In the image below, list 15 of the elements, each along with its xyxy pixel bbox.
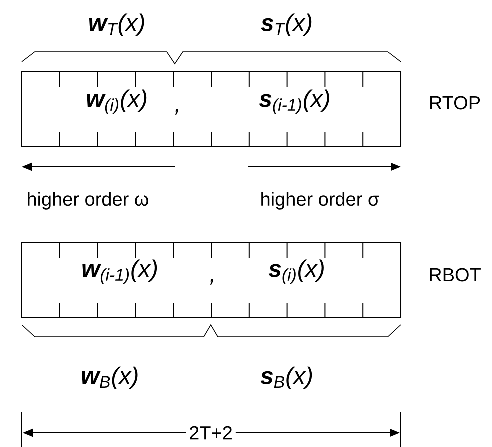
annotation-text: 2T+2 — [186, 423, 236, 443]
register-text: , — [208, 278, 218, 286]
polynomial-label: w$_{T}$(x) — [89, 14, 144, 36]
register-text: s$_{(i)}$(x) — [268, 258, 326, 286]
register-text: w$_{(i-1)}$(x) — [80, 258, 160, 286]
register-name: RBOT — [430, 268, 481, 282]
polynomial-label: s$_{B}$(x) — [260, 366, 312, 390]
annotation-text: higher order ω — [28, 192, 148, 210]
polynomial-label: w$_{B}$(x) — [82, 366, 138, 390]
annotation-text: higher order σ — [262, 192, 380, 210]
register-text: w$_{(i)}$(x) — [84, 88, 150, 116]
register-text: s$_{(i-1)}$(x) — [258, 88, 332, 116]
register-text: , — [174, 108, 182, 116]
register-name: RTOP — [430, 96, 480, 110]
polynomial-label: s$_{T}$(x) — [261, 14, 312, 36]
